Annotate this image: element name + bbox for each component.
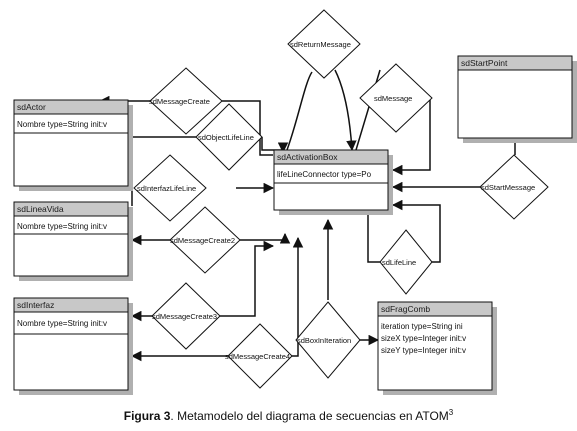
connector-lifeline-2 [391,199,441,263]
class-sdActivationBox-title: sdActivationBox [277,152,338,162]
class-sdActor[interactable]: sdActor Nombre type=String init:v [13,99,133,191]
relation-sdMessageCreate4[interactable]: sdMessageCreate4 [225,323,293,389]
class-sdFragComb-attr-0: iteration type=String ini [381,322,463,331]
class-sdFragComb-title: sdFragComb [381,304,430,314]
relation-sdMessage-label: sdMessage [374,94,412,103]
class-sdActivationBox[interactable]: sdActivationBox lifeLineConnector type=P… [273,149,393,215]
relation-sdMessageCreate2-diamond [169,206,241,274]
connector-lifeline-1 [367,214,380,263]
connector-return-message-2 [334,69,357,152]
class-sdFragComb-header [377,301,493,317]
relation-sdMessage-diamond [359,63,433,133]
class-sdFragComb-attr-2: sizeY type=Integer init:v [381,346,466,355]
relation-sdLifeLine-label: sdLifeLine [382,258,416,267]
class-sdActivationBox-attr-0: lifeLineConnector type=Po [277,170,372,179]
class-sdLineaVida-header [13,201,129,217]
class-sdInterfaz-header [13,297,129,313]
relation-sdMessageCreate3-diamond [151,282,221,350]
connector-message-create3-2 [220,240,275,317]
class-sdLineaVida-title: sdLineaVida [17,204,64,214]
connector-message-create2-2 [240,232,291,244]
relation-sdInterfazLifeLine-diamond [133,154,207,222]
relation-sdBoxInIteration[interactable]: sdBoxInIteration [295,301,361,379]
relation-sdInterfazLifeLine-label: sdInterfazLifeLine [137,184,196,193]
relation-sdObjectLifeLine-label: sdObjectLifeLine [198,133,254,142]
class-sdActivationBox-header [273,149,389,165]
relation-sdMessage[interactable]: sdMessage [359,63,433,133]
relation-sdStartMessage-diamond [479,154,549,220]
relation-sdReturnMessage-diamond [287,9,361,79]
relation-sdStartMessage-label: sdStartMessage [481,183,535,192]
class-sdFragComb[interactable]: sdFragComb iteration type=String ini siz… [377,301,497,395]
relation-sdLifeLine[interactable]: sdLifeLine [379,229,433,295]
caption-label: Figura 3 [123,409,171,423]
relation-sdBoxInIteration-label: sdBoxInIteration [297,336,351,345]
class-sdActor-header [13,99,129,115]
connector-message-2 [391,100,431,176]
relation-sdLifeLine-diamond [379,229,433,295]
class-sdInterfaz-attr-0: Nombre type=String init:v [17,319,107,328]
class-sdFragComb-attr-1: sizeX type=Integer init:v [381,334,466,343]
class-sdFragComb-box [377,301,493,391]
class-sdInterfaz-box [13,297,129,391]
relation-sdMessageCreate3-label: sdMessageCreate3 [152,312,217,321]
class-sdStartPoint-title: sdStartPoint [461,58,508,68]
relation-sdMessageCreate4-diamond [227,323,293,389]
relation-sdInterfazLifeLine[interactable]: sdInterfazLifeLine [133,154,207,222]
figure-caption: Figura 3. Metamodelo del diagrama de sec… [0,408,577,423]
relation-sdBoxInIteration-diamond [295,301,361,379]
connectors [98,69,516,362]
relation-sdReturnMessage[interactable]: sdReturnMessage [287,9,361,79]
relation-sdMessageCreate2-label: sdMessageCreate2 [170,236,235,245]
caption-superscript: 3 [448,408,454,417]
caption-text: . Metamodelo del diagrama de secuencias … [170,409,449,423]
class-sdActor-attr-0: Nombre type=String init:v [17,120,107,129]
relation-sdMessageCreate-label: sdMessageCreate [149,97,210,106]
relation-sdReturnMessage-label: sdReturnMessage [290,40,351,49]
class-sdInterfaz-title: sdInterfaz [17,300,54,310]
relation-sdMessageCreate4-label: sdMessageCreate4 [225,352,290,361]
class-sdStartPoint[interactable]: sdStartPoint [457,55,577,143]
relation-sdMessageCreate[interactable]: sdMessageCreate [149,67,223,135]
relation-sdObjectLifeLine[interactable]: sdObjectLifeLine [195,103,263,171]
relation-sdStartMessage[interactable]: sdStartMessage [479,154,549,220]
connector-return-message-1 [286,71,313,151]
relation-sdMessageCreate3[interactable]: sdMessageCreate3 [151,282,221,350]
class-sdStartPoint-header [457,55,573,71]
class-sdActor-title: sdActor [17,102,46,112]
relation-sdMessageCreate2[interactable]: sdMessageCreate2 [169,206,241,274]
class-sdLineaVida[interactable]: sdLineaVida Nombre type=String init:v [13,201,133,281]
class-sdLineaVida-attr-0: Nombre type=String init:v [17,222,107,231]
class-sdInterfaz[interactable]: sdInterfaz Nombre type=String init:v [13,297,133,395]
connector-message-create-2 [222,100,273,156]
relation-sdMessageCreate-diamond [149,67,223,135]
relation-sdObjectLifeLine-diamond [195,103,263,171]
diamonds: sdReturnMessage sdMessageCreate sdMessag… [133,9,549,389]
